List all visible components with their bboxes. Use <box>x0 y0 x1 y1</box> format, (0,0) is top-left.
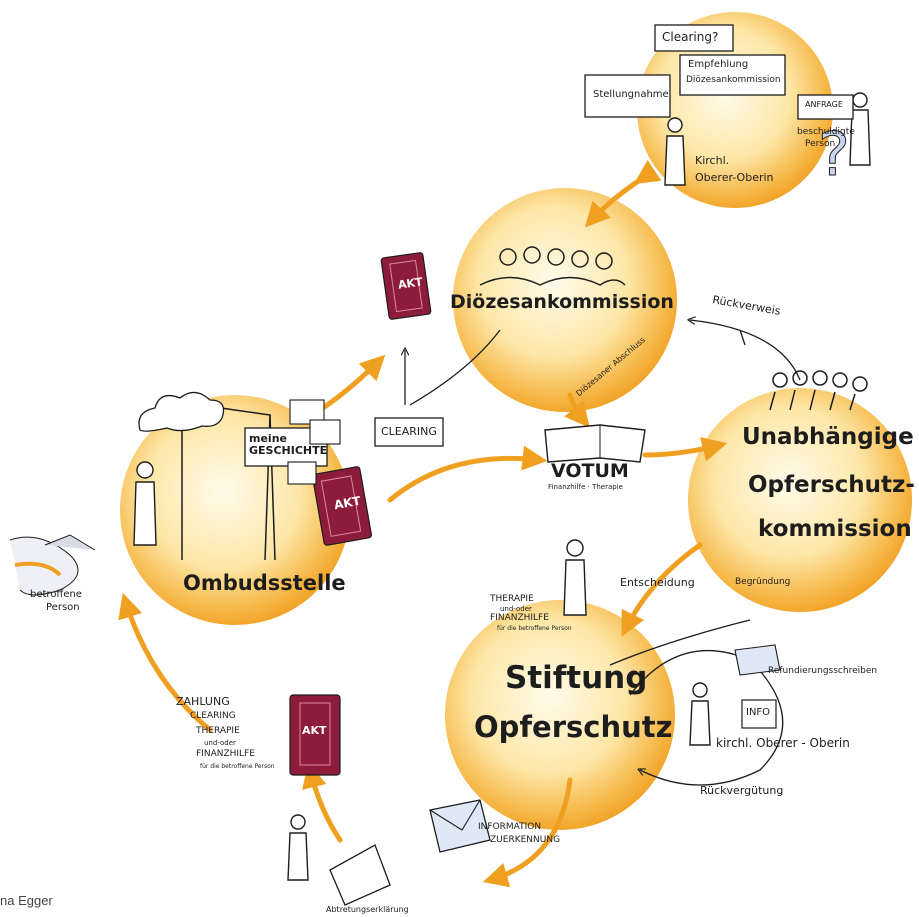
person-icon <box>664 117 686 186</box>
oberer-line2: Oberer-Oberin <box>695 171 774 184</box>
information-line2: ZUERKENNUNG <box>490 835 561 845</box>
betroffene-line1: betroffene <box>30 589 82 600</box>
question-bubbles <box>287 399 341 485</box>
arrow-ombuds-akt <box>317 354 386 413</box>
oberer-line1: Kirchl. <box>695 154 730 167</box>
dioezesankommission-title: Diözesankommission <box>450 291 674 313</box>
info-label: INFO <box>746 707 771 718</box>
arrow-ok-stiftung <box>621 542 703 637</box>
circle-dioezesankommission <box>453 188 677 412</box>
votum-label: VOTUM <box>551 460 629 482</box>
beschuldigte-line2: Person <box>805 139 836 149</box>
zahlung-line5: FINANZHILFE <box>196 749 255 759</box>
votum-book-icon <box>544 424 646 463</box>
votum-sub: Finanzhilfe · Therapie <box>548 483 623 491</box>
arrow-dioezese-votum <box>564 392 590 428</box>
zahlung-line3: THERAPIE <box>196 726 240 736</box>
zahlung-line4: und-oder <box>204 739 236 747</box>
arrow-abtretung-akt <box>302 762 343 843</box>
road-icon <box>9 534 96 596</box>
folder-dioezese <box>380 252 432 320</box>
person-icon <box>689 682 711 746</box>
zahlung-folder-label: AKT <box>302 724 327 737</box>
person-icon <box>849 92 871 166</box>
zahlung-line1: ZAHLUNG <box>176 695 230 708</box>
person-figures <box>133 92 871 881</box>
folder-zahlung <box>289 694 341 776</box>
story-label: meine GESCHICHTE <box>249 432 328 457</box>
group-icon <box>769 370 868 411</box>
arrow-votum-ok <box>642 437 728 462</box>
ok-title-line3: kommission <box>758 516 912 542</box>
zahlung-line2: CLEARING <box>190 711 236 721</box>
refundierung-label: Refundierungsschreiben <box>768 666 878 676</box>
envelope-icon <box>429 799 491 853</box>
refund-envelope-icon <box>734 644 781 676</box>
stiftung-title-line1: Stiftung <box>505 660 648 696</box>
empfehlung-line1: Empfehlung <box>688 59 749 70</box>
empfehlung-line2: Diözesankommission <box>686 75 781 85</box>
question-mark-icon: ? <box>818 120 850 190</box>
rueckverguetung-label: Rückvergütung <box>700 784 784 797</box>
therapie-line3: FINANZHILFE <box>490 613 549 623</box>
anfrage-label: ANFRAGE <box>805 100 843 109</box>
person-icon <box>287 814 309 881</box>
betroffene-line2: Person <box>46 602 80 613</box>
clearing-bubble <box>374 417 444 447</box>
folder-ombuds <box>311 466 373 546</box>
circle-opferschutzkommission <box>688 388 912 612</box>
information-line1: INFORMATION <box>478 822 542 832</box>
therapie-line2: und-oder <box>500 605 532 613</box>
group-icon <box>479 246 626 286</box>
thought-cloud-icon <box>138 391 225 432</box>
kirchl-oberer-label: kirchl. Oberer - Oberin <box>716 736 850 750</box>
info-sign <box>741 699 777 729</box>
stellungnahme-label: Stellungnahme <box>593 89 669 100</box>
ombudsstelle-title: Ombudsstelle <box>183 571 346 595</box>
begruendung-label: Begründung <box>735 577 791 587</box>
ok-title-line1: Unabhängige <box>742 424 914 450</box>
stiftung-title-line2: Opferschutz <box>474 710 673 744</box>
credit-text: na Egger <box>0 893 53 908</box>
circle-stiftung <box>445 600 675 830</box>
zahlung-line6: für die betroffene Person <box>200 763 275 770</box>
arrow-top-dioezese <box>584 159 662 228</box>
clearing-label: CLEARING <box>381 425 437 438</box>
therapie-line4: für die betroffene Person <box>497 625 572 632</box>
document-icon <box>329 844 391 906</box>
speech-bubbles <box>584 24 854 120</box>
clearing-question: Clearing? <box>662 30 719 44</box>
ok-title-line2: Opferschutz- <box>748 472 915 498</box>
arrow-ombuds-votum <box>387 445 548 503</box>
beschuldigte-line1: beschuldigte <box>797 127 855 137</box>
arrow-zahlung-ombuds <box>118 592 213 733</box>
therapie-line1: THERAPIE <box>490 594 534 604</box>
flow-arrows <box>118 159 728 888</box>
person-icon <box>133 461 157 546</box>
person-icon <box>563 539 587 616</box>
black-connectors <box>405 320 801 786</box>
abtretung-label: Abtretungserklärung <box>326 905 409 914</box>
entscheidung-label: Entscheidung <box>620 576 695 589</box>
arrow-stiftung-bottom <box>482 777 573 888</box>
